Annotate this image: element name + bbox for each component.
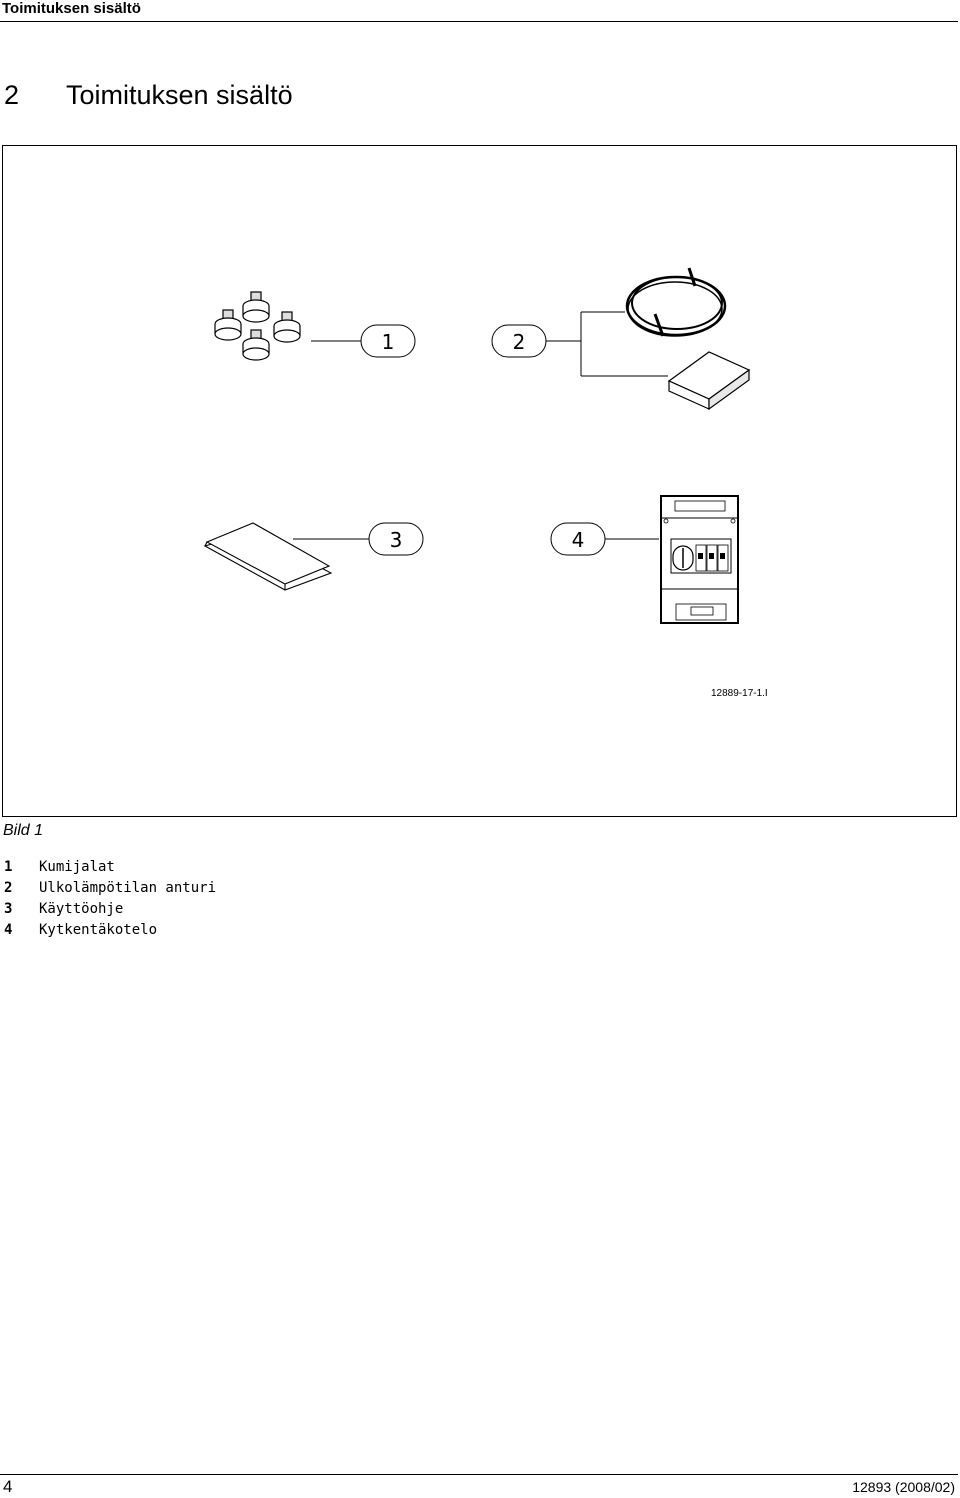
callout-1: 1 — [360, 324, 416, 358]
callout-4: 4 — [550, 522, 606, 556]
callout-2-label: 2 — [513, 330, 526, 354]
section-title-text: Toimituksen sisältö — [66, 80, 293, 110]
callout-2: 2 — [491, 324, 547, 358]
running-header: Toimituksen sisältö — [2, 0, 141, 17]
legend-item-label: Käyttöohje — [39, 901, 124, 917]
legend-item-number: 3 — [4, 901, 13, 917]
header-rule — [0, 21, 958, 22]
legend-item-number: 2 — [4, 880, 13, 896]
legend-item-number: 1 — [4, 859, 13, 875]
legend-item-label: Ulkolämpötilan anturi — [39, 880, 217, 896]
legend-item-number: 4 — [4, 922, 13, 938]
page-number: 4 — [3, 1477, 13, 1496]
legend-item: 2 Ulkolämpötilan anturi — [4, 878, 216, 899]
outdoor-sensor-box-drawing — [667, 351, 751, 411]
callout-3-label: 3 — [390, 528, 403, 552]
legend-item-label: Kumijalat — [39, 859, 115, 875]
rubber-feet-drawing — [214, 291, 301, 361]
document-code: 12893 (2008/02) — [852, 1479, 955, 1495]
callout-3: 3 — [368, 522, 424, 556]
legend-list: 1 Kumijalat 2 Ulkolämpötilan anturi 3 Käytt… — [4, 857, 216, 941]
legend-item: 1 Kumijalat — [4, 857, 216, 878]
legend-item: 3 Käyttöohje — [4, 899, 216, 920]
callout-4-label: 4 — [572, 528, 585, 552]
section-number: 2 — [4, 80, 20, 110]
figure-frame: 1 2 — [2, 145, 957, 817]
figure-id: 12889-17-1.I — [711, 688, 768, 699]
section-title: 2 Toimituksen sisältö — [4, 80, 293, 111]
legend-item-label: Kytkentäkotelo — [39, 922, 158, 938]
switch-box-drawing — [660, 495, 739, 624]
figure-caption: Bild 1 — [3, 822, 44, 839]
sensor-cable-drawing — [625, 267, 727, 337]
callout-1-label: 1 — [382, 330, 395, 354]
manual-drawing — [203, 522, 333, 591]
footer-rule — [0, 1474, 958, 1475]
delivery-contents-illustration: 1 2 — [203, 267, 768, 699]
legend-item: 4 Kytkentäkotelo — [4, 920, 216, 941]
